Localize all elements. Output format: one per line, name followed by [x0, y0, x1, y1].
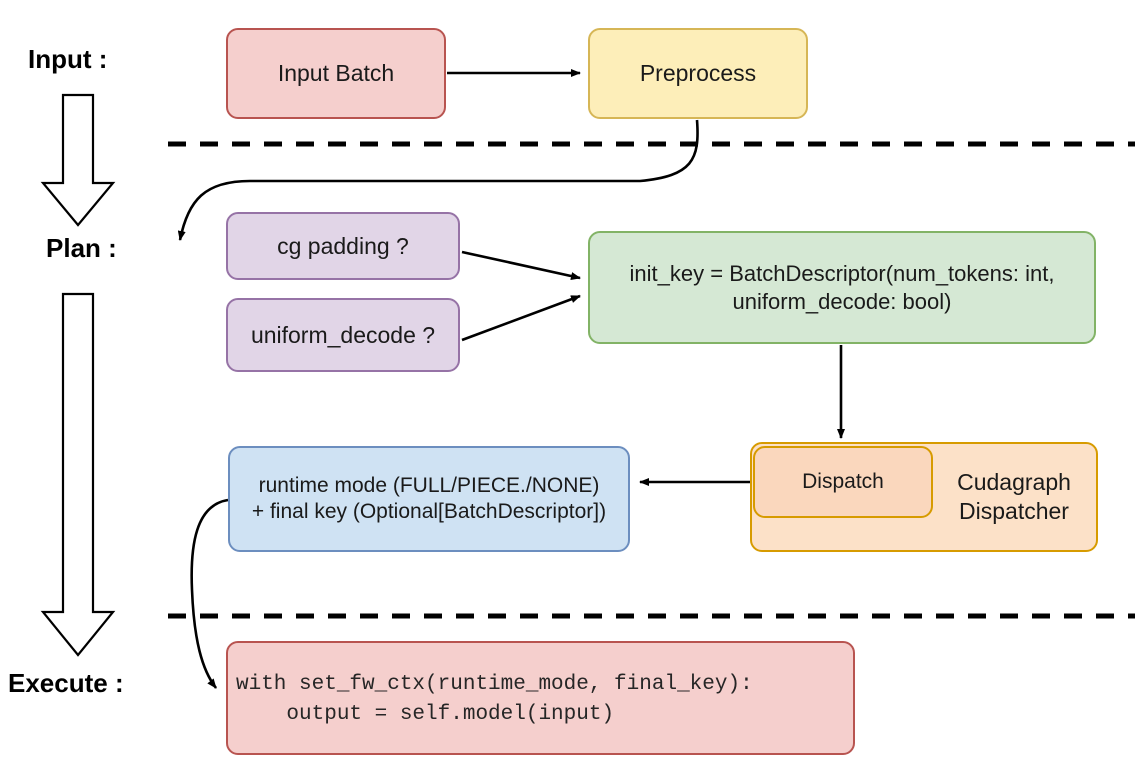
- node-init-key-line2: uniform_decode: bool): [732, 288, 952, 314]
- node-cudagraph-dispatcher-line1: Cudagraph: [957, 469, 1071, 496]
- node-init-key[interactable]: init_key = BatchDescriptor(num_tokens: i…: [588, 231, 1096, 344]
- node-init-key-line1: init_key = BatchDescriptor(num_tokens: i…: [629, 261, 1055, 286]
- arrow-cg-padding-to-init-key: [461, 250, 581, 280]
- node-input-batch-label: Input Batch: [277, 60, 395, 87]
- arrow-preprocess-to-cg-padding: [177, 119, 699, 241]
- arrow-runtime-mode-to-execute-code: [190, 498, 229, 689]
- node-preprocess[interactable]: Preprocess: [588, 28, 808, 119]
- node-execute-code[interactable]: with set_fw_ctx(runtime_mode, final_key)…: [226, 641, 855, 755]
- node-preprocess-label: Preprocess: [639, 60, 757, 87]
- node-dispatch-label: Dispatch: [802, 469, 884, 493]
- node-uniform-decode-label: uniform_decode ?: [250, 321, 436, 348]
- stage-label-plan: Plan :: [46, 233, 117, 263]
- node-dispatch[interactable]: Dispatch: [753, 446, 933, 518]
- node-input-batch[interactable]: Input Batch: [226, 28, 446, 119]
- stage-arrow-plan-to-execute: [40, 292, 116, 657]
- node-runtime-mode-line1: runtime mode (FULL/PIECE./NONE): [258, 473, 600, 497]
- node-execute-code-line1: with set_fw_ctx(runtime_mode, final_key)…: [236, 672, 753, 696]
- node-uniform-decode[interactable]: uniform_decode ?: [226, 298, 460, 372]
- node-execute-code-line2: output = self.model(input): [236, 703, 615, 726]
- arrow-uniform-decode-to-init-key: [461, 294, 581, 342]
- node-runtime-mode-line2: + final key (Optional[BatchDescriptor]): [251, 500, 607, 523]
- stage-label-execute: Execute :: [8, 668, 124, 698]
- node-runtime-mode[interactable]: runtime mode (FULL/PIECE./NONE) + final …: [228, 446, 630, 552]
- node-cg-padding-label: cg padding ?: [277, 232, 409, 259]
- stage-arrow-input-to-plan: [40, 93, 116, 227]
- node-cg-padding[interactable]: cg padding ?: [226, 212, 460, 280]
- stage-label-input: Input :: [28, 44, 108, 74]
- node-cudagraph-dispatcher-line2: Dispatcher: [959, 498, 1069, 524]
